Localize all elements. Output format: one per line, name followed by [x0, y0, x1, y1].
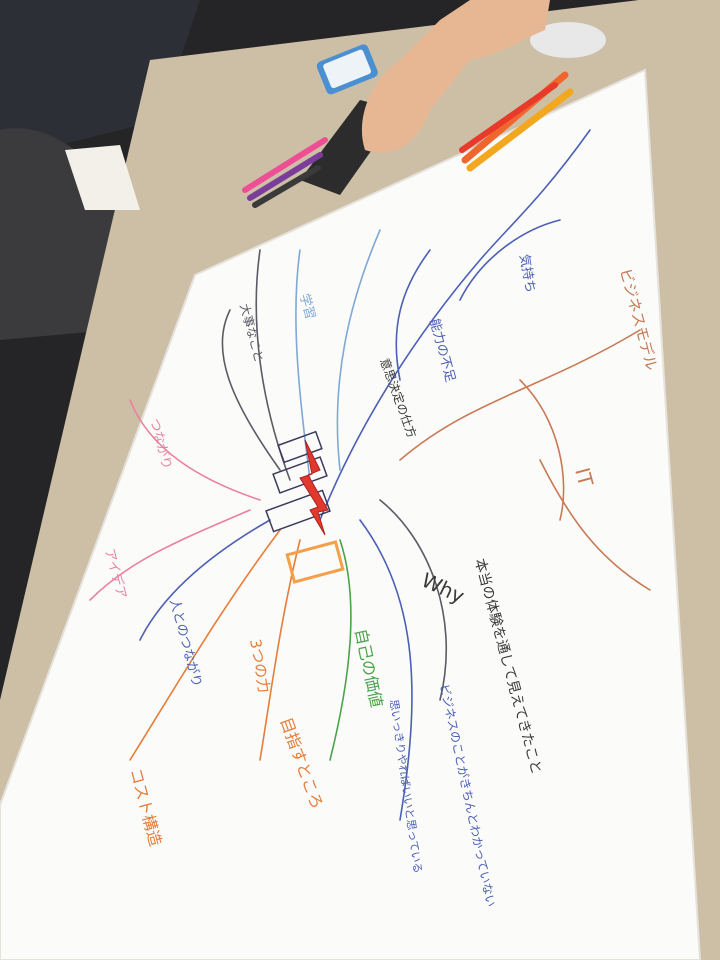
- markers-right: [459, 71, 574, 172]
- mouse: [530, 22, 606, 58]
- mind-map-paper: [0, 68, 702, 960]
- smartphone: [316, 44, 378, 95]
- markers-left: [242, 137, 328, 208]
- notebook: [65, 145, 140, 210]
- label-mind: 気持ち: [516, 253, 539, 294]
- label-study: 学習: [296, 292, 318, 321]
- hand: [361, 0, 550, 153]
- mind-map-branches: [89, 129, 651, 821]
- central-image: [265, 430, 345, 584]
